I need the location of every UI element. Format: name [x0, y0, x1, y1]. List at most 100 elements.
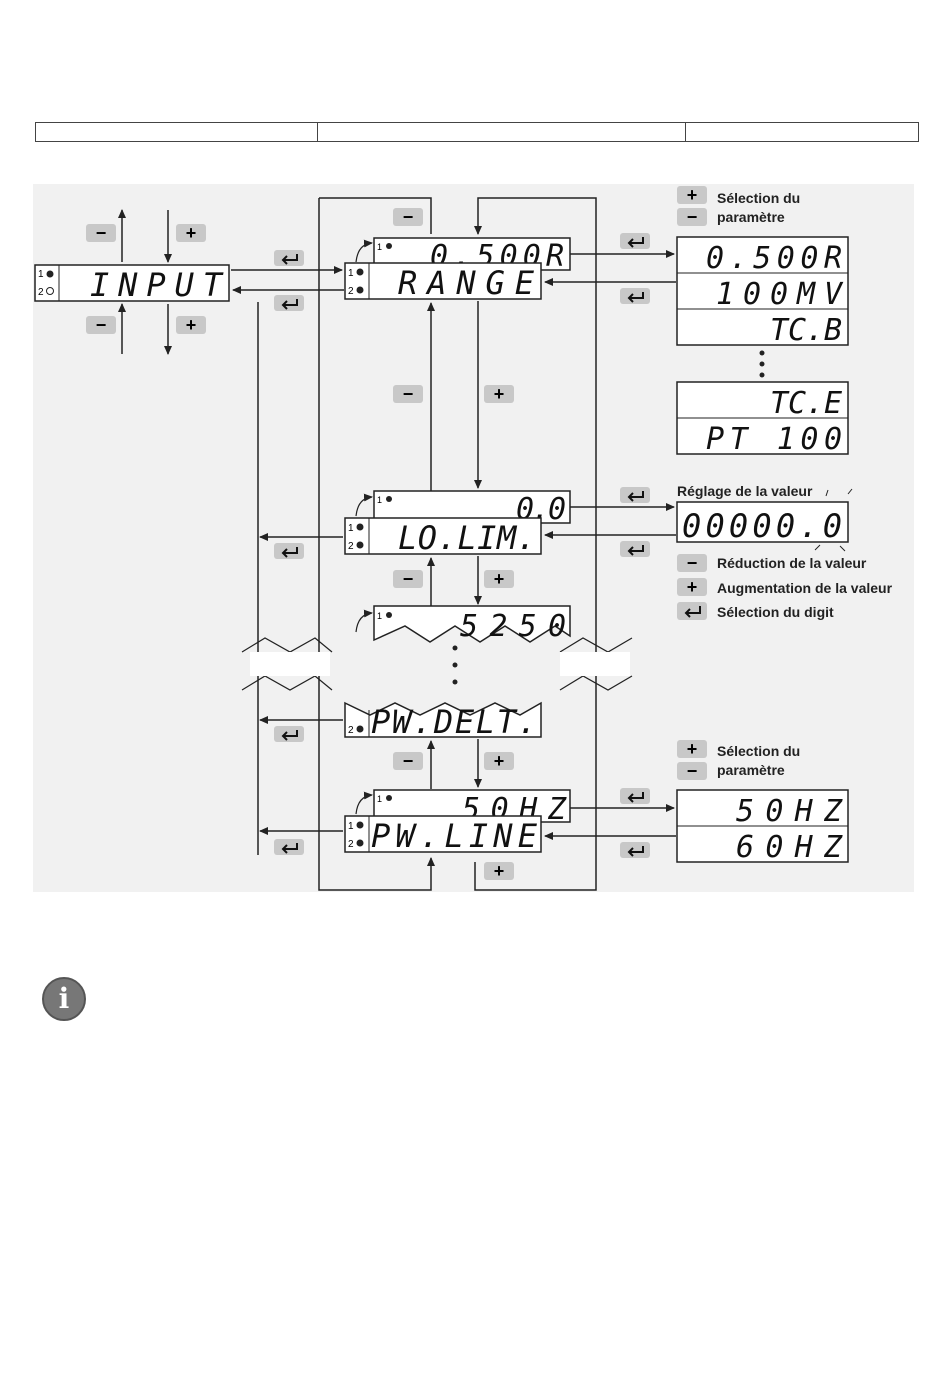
info-icon: i: [42, 977, 86, 1021]
led-1-label: 1: [377, 495, 382, 505]
plus-key: +: [176, 315, 206, 335]
plus-key: +: [677, 739, 707, 759]
led-1-label: 1: [377, 611, 382, 621]
led-1-label: 1: [348, 821, 354, 832]
enter-key: [620, 541, 650, 557]
led-2-label: 2: [348, 541, 354, 552]
enter-key: [620, 487, 650, 503]
enter-key: [620, 842, 650, 858]
minus-key: −: [677, 553, 707, 573]
range-option: TC.E: [770, 386, 842, 421]
led-1-label: 1: [38, 269, 44, 280]
minus-key-label: −: [687, 761, 698, 781]
led-1-indicator: [386, 496, 392, 502]
plus-key-label: +: [687, 739, 698, 759]
lolim-display: 1 0.0 1 2 LO.LIM.: [344, 490, 571, 557]
minus-key-label: −: [687, 553, 698, 573]
plus-key-label: +: [494, 384, 505, 404]
lolim-label: LO.LIM.: [398, 519, 536, 557]
led-1-indicator: [386, 612, 392, 618]
header-cell: [685, 122, 919, 142]
range-option: TC.B: [770, 313, 842, 348]
led-1-label: 1: [348, 268, 354, 279]
led-2-indicator: [356, 839, 364, 847]
minus-key-label: −: [403, 384, 414, 404]
led-1-indicator: [356, 523, 364, 531]
input-display: 1 2 INPUT: [34, 264, 230, 304]
pwdelt-label: PW.DELT.: [371, 703, 537, 741]
led-1-indicator: [386, 243, 392, 249]
minus-key: −: [677, 761, 707, 781]
led-2-label: 2: [348, 286, 354, 297]
plus-key: +: [484, 384, 514, 404]
minus-key: −: [393, 384, 423, 404]
plus-key: +: [484, 569, 514, 589]
minus-key: −: [393, 569, 423, 589]
led-2-label: 2: [348, 839, 354, 850]
enter-key: [274, 839, 304, 855]
partial-display: 1 5250: [355, 605, 571, 644]
value-editor-text: 00000.0: [682, 507, 842, 545]
led-1-label: 1: [377, 242, 382, 252]
legend-enter-desc: Sélection du digit: [717, 604, 834, 620]
minus-key-label: −: [403, 751, 414, 771]
legend-select-line2: paramètre: [717, 209, 785, 225]
enter-key: [274, 295, 304, 311]
minus-key: −: [393, 207, 423, 227]
plus-key: +: [677, 577, 707, 597]
plus-key: +: [176, 223, 206, 243]
plus-key: +: [484, 751, 514, 771]
led-1-indicator: [356, 268, 364, 276]
enter-key: [620, 288, 650, 304]
minus-key: −: [677, 207, 707, 227]
enter-key: [274, 726, 304, 742]
enter-key: [274, 543, 304, 559]
legend-select2-line1: Sélection du: [717, 743, 800, 759]
header-table: [35, 122, 919, 142]
plus-key-label: +: [186, 315, 197, 335]
minus-key-label: −: [403, 569, 414, 589]
info-icon-glyph: i: [58, 982, 70, 1015]
enter-key: [274, 250, 304, 266]
enter-key: [620, 788, 650, 804]
led-2-indicator: [356, 725, 364, 733]
led-2-indicator: [46, 287, 54, 295]
plus-key-label: +: [494, 751, 505, 771]
minus-key: −: [86, 223, 116, 243]
freq-options-list: 50HZ 60HZ: [676, 789, 849, 865]
led-1-label: 1: [348, 523, 354, 534]
legend-minus-desc: Réduction de la valeur: [717, 555, 867, 571]
led-1-indicator: [46, 270, 54, 278]
led-2-label: 2: [348, 725, 354, 736]
legend-select-line1: Sélection du: [717, 190, 800, 206]
plus-key-label: +: [186, 223, 197, 243]
value-editor-display: 00000.0: [676, 488, 853, 552]
led-1-label: 1: [377, 794, 382, 804]
pwdelt-display: 2 PW.DELT.: [344, 701, 542, 741]
pwline-display: 1 50HZ 1 2 PW.LINE: [344, 789, 571, 855]
minus-key-label: −: [96, 315, 107, 335]
plus-key: +: [677, 185, 707, 205]
led-2-indicator: [356, 541, 364, 549]
value-setting-title: Réglage de la valeur: [677, 483, 813, 499]
range-options-list: 0.500R 100MV TC.B TC.E PT 100: [676, 236, 849, 457]
plus-key-label: +: [494, 569, 505, 589]
led-1-indicator: [386, 795, 392, 801]
minus-key-label: −: [403, 207, 414, 227]
legend-select2-line2: paramètre: [717, 762, 785, 778]
led-2-label: 2: [38, 287, 44, 298]
minus-key: −: [86, 315, 116, 335]
led-2-indicator: [356, 286, 364, 294]
pwline-label: PW.LINE: [371, 817, 538, 855]
enter-key: [677, 602, 707, 620]
plus-key-label: +: [494, 861, 505, 881]
plus-key: +: [484, 861, 514, 881]
minus-key-label: −: [687, 207, 698, 227]
enter-key: [620, 233, 650, 249]
range-display: 1 0.500R 1 2 RANGE: [344, 237, 571, 302]
minus-key-label: −: [96, 223, 107, 243]
minus-key: −: [393, 751, 423, 771]
plus-key-label: +: [687, 185, 698, 205]
led-1-indicator: [356, 821, 364, 829]
